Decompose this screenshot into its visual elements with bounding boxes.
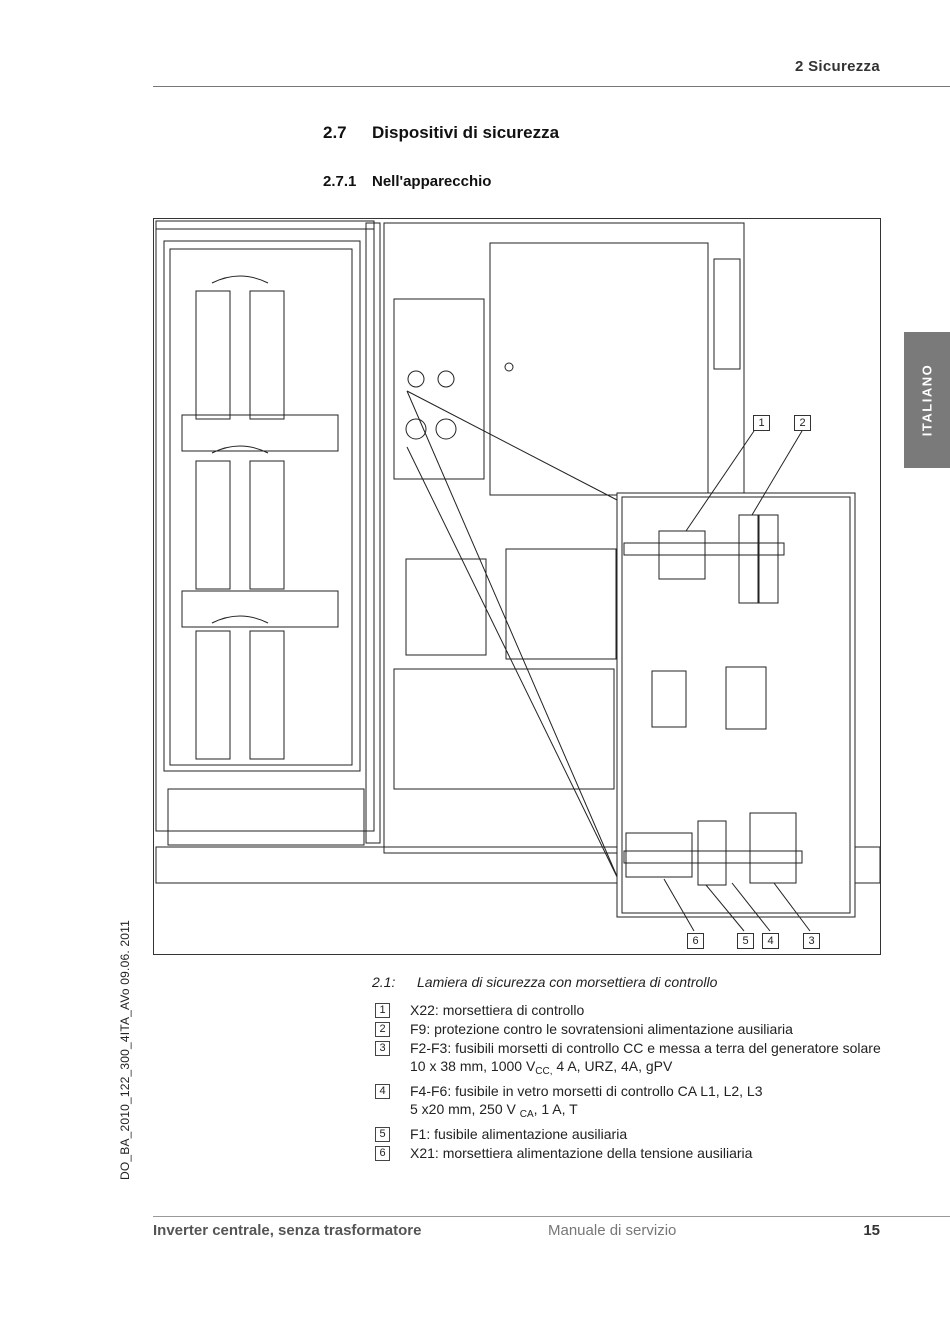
subsection-title: Nell'apparecchio	[372, 173, 492, 190]
footer-rule	[153, 1216, 950, 1217]
leader-line-top	[406, 390, 620, 502]
header-rule	[153, 86, 950, 87]
figure-caption-number: 2.1:	[372, 974, 396, 990]
legend-spec: 10 x 38 mm, 1000 VCC, 4 A, URZ, 4A, gPV	[410, 1058, 673, 1077]
busbar-plate-upper	[181, 414, 339, 452]
control-terminal-block	[658, 530, 706, 580]
detail-inset-inner	[621, 496, 851, 914]
page-number: 15	[863, 1222, 880, 1239]
callout-1: 1	[753, 415, 770, 431]
control-box	[489, 242, 709, 496]
language-tab[interactable]: ITALIANO	[904, 332, 950, 468]
fuse-module-b	[725, 666, 767, 730]
fuse-holder-group	[505, 548, 617, 660]
callout-6: 6	[687, 933, 704, 949]
capacitor-group	[195, 275, 285, 760]
left-door-inner	[169, 248, 353, 766]
footer-title: Inverter centrale, senza trasformatore	[153, 1222, 422, 1239]
aux-terminal-block	[625, 832, 693, 878]
section-title: Dispositivi di sicurezza	[372, 123, 560, 142]
legend-item: 5 F1: fusibile alimentazione ausiliaria	[372, 1125, 892, 1143]
legend-text: F9: protezione contro le sovratensioni a…	[410, 1021, 793, 1037]
side-rail	[713, 258, 741, 370]
legend-item: 2 F9: protezione contro le sovratensioni…	[372, 1020, 892, 1038]
leader-line-lower	[406, 446, 620, 882]
legend-number-box: 5	[375, 1127, 390, 1142]
detail-inset	[616, 492, 856, 918]
figure-caption: 2.1: Lamiera di sicurezza con morsettiera…	[372, 974, 717, 990]
legend-number-box: 2	[375, 1022, 390, 1037]
legend-number-box: 6	[375, 1146, 390, 1161]
surge-protector	[738, 514, 760, 604]
cabinet-base	[155, 846, 880, 884]
legend-number-box: 4	[375, 1084, 390, 1099]
footer-subtitle: Manuale di servizio	[548, 1222, 677, 1239]
document-reference: DO_BA_2010_122_300_4ITA_AVo 09.06. 2011	[118, 919, 132, 1180]
callout-3: 3	[803, 933, 820, 949]
busbar-plate-lower	[181, 590, 339, 628]
legend-text: F1: fusibile alimentazione ausiliaria	[410, 1126, 628, 1142]
legend-item: 4 F4-F6: fusibile in vetro morsetti di c…	[372, 1082, 892, 1124]
legend-number-box: 3	[375, 1041, 390, 1056]
section-number: 2.7	[323, 123, 347, 142]
left-cabinet-outline	[155, 220, 375, 832]
legend-item: 1 X22: morsettiera di controllo	[372, 1001, 892, 1019]
legend-text: F4-F6: fusibile in vetro morsetti di con…	[410, 1083, 763, 1099]
legend-number-box: 1	[375, 1003, 390, 1018]
legend-text: X22: morsettiera di controllo	[410, 1002, 585, 1018]
subsection-number: 2.7.1	[323, 173, 357, 190]
contactor-block	[393, 298, 485, 480]
legend-spec: 5 x20 mm, 250 V CA, 1 A, T	[410, 1101, 578, 1120]
legend-item: 3 F2-F3: fusibili morsetti di controllo …	[372, 1039, 892, 1081]
left-door-panel	[163, 240, 361, 772]
callout-2: 2	[794, 415, 811, 431]
surge-protector-b	[757, 514, 779, 604]
figure-frame: 1 2 6 5 4 3	[153, 218, 881, 955]
legend-text: F2-F3: fusibili morsetti di controllo CC…	[410, 1040, 881, 1056]
figure-caption-text: Lamiera di sicurezza con morsettiera di …	[417, 974, 718, 990]
header-chapter: 2 Sicurezza	[794, 58, 880, 75]
hinge-strip	[365, 222, 381, 844]
dc-fuse-holder	[749, 812, 797, 884]
din-rail-lower	[623, 850, 803, 864]
main-switch	[405, 558, 487, 656]
legend-text: X21: morsettiera alimentazione della ten…	[410, 1145, 753, 1161]
callout-5: 5	[737, 933, 754, 949]
din-rail-upper	[623, 542, 785, 556]
callout-4: 4	[762, 933, 779, 949]
fuse-module-a	[651, 670, 687, 728]
leader-line-6	[406, 390, 620, 882]
aux-fuse-holder	[697, 820, 727, 886]
left-base	[167, 788, 365, 846]
busbar-area	[393, 668, 615, 790]
legend-item: 6 X21: morsettiera alimentazione della t…	[372, 1144, 892, 1162]
language-tab-label: ITALIANO	[919, 363, 935, 437]
cabinet-drawing	[155, 220, 880, 932]
legend-list: 1 X22: morsettiera di controllo 2 F9: pr…	[372, 1001, 892, 1163]
